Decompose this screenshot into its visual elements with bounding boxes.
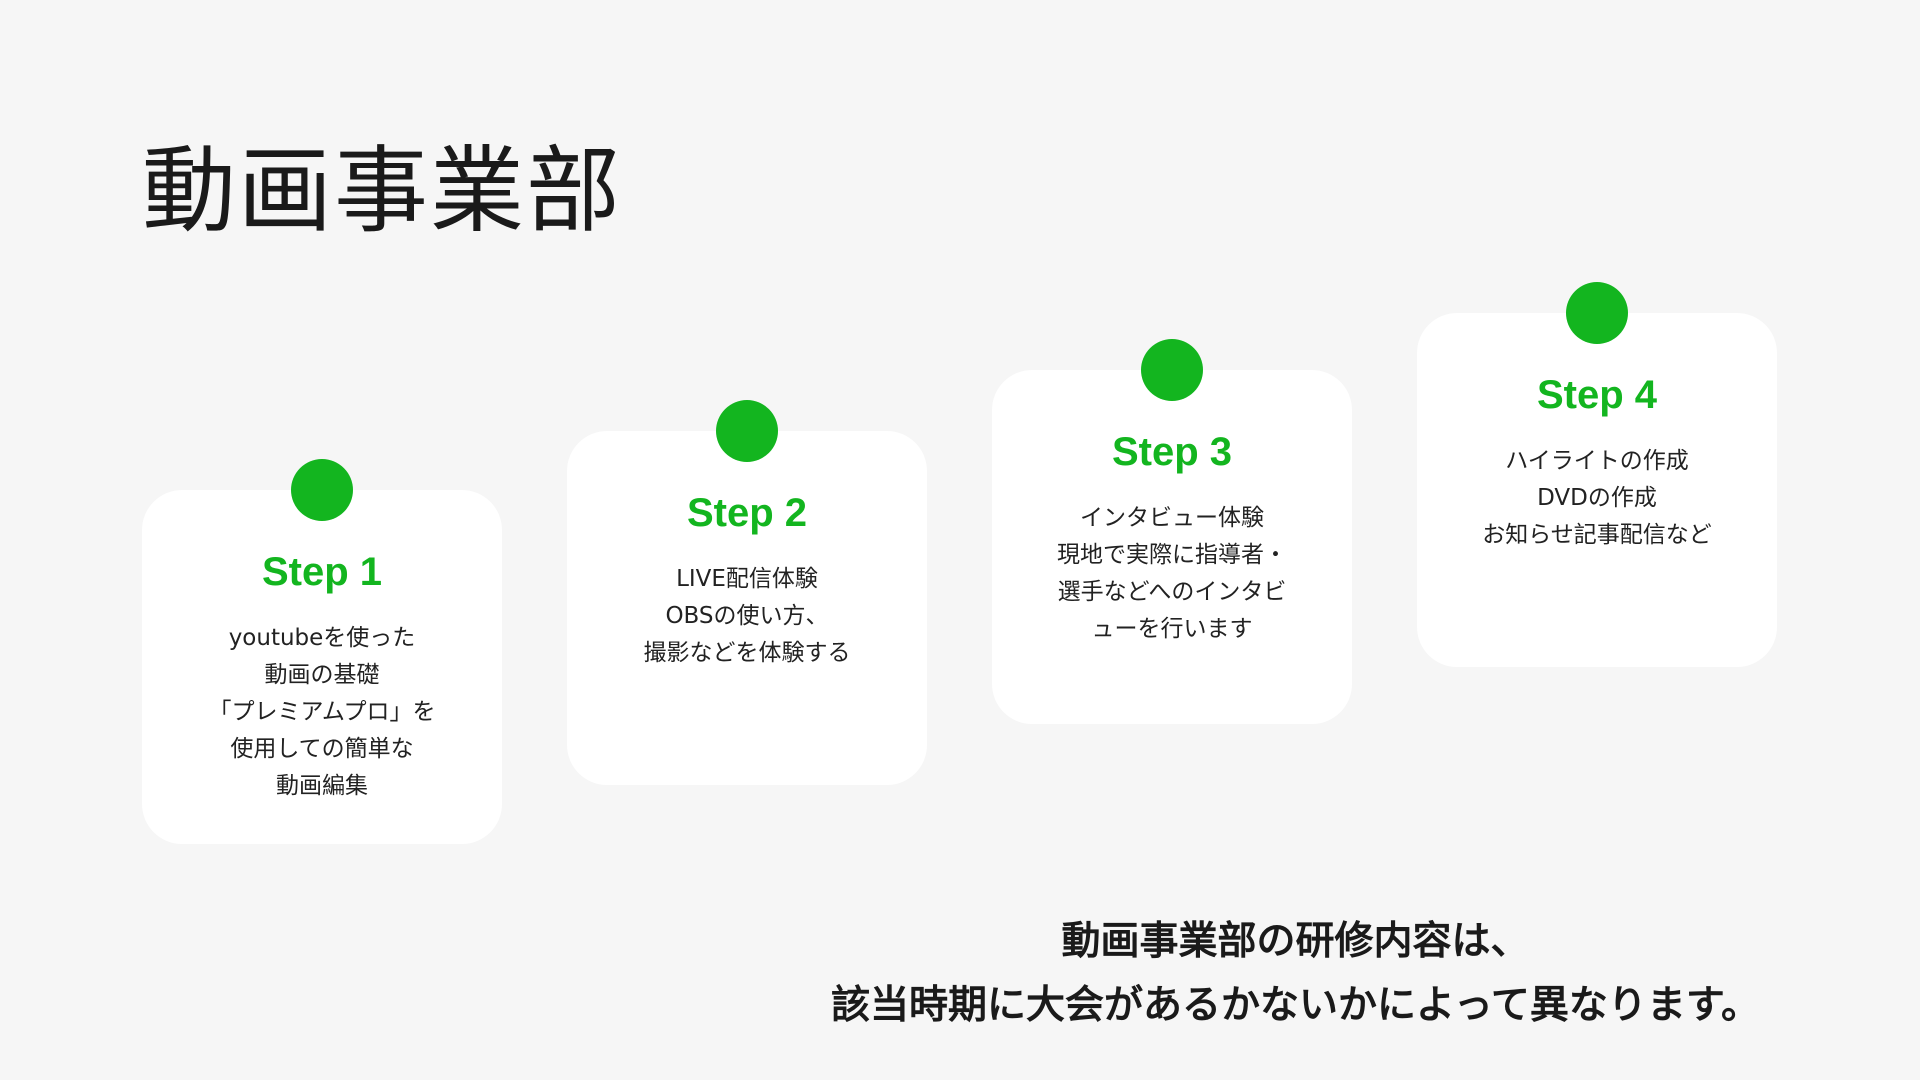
page-title: 動画事業部 [142,137,623,246]
step-card-1: Step 1 youtubeを使った 動画の基礎 「プレミアムプロ」を 使用して… [142,459,502,844]
footer-note: 動画事業部の研修内容は、 該当時期に大会があるかないかによって異なります。 [831,910,1760,1038]
step-label: Step 3 [1111,430,1233,474]
step-line: youtubeを使った [228,625,416,651]
step-line: インタビュー体験 [1080,505,1264,531]
step-card-4: Step 4 ハイライトの作成 DVDの作成 お知らせ記事配信など [1417,282,1777,667]
step-line: 使用しての簡単な [230,736,414,762]
step-line: ハイライトの作成 [1505,448,1689,474]
step-description: youtubeを使った 動画の基礎 「プレミアムプロ」を 使用しての簡単な 動画… [142,620,502,805]
step-line: OBSの使い方、 [665,603,829,629]
step-line: 動画の基礎 [264,662,380,688]
step-description: インタビュー体験 現地で実際に指導者・ 選手などへのインタビ ューを行います [992,500,1352,648]
step-line: お知らせ記事配信など [1482,522,1712,548]
step-line: 動画編集 [276,773,368,799]
step-line: 「プレミアムプロ」を [208,699,436,725]
step-label: Step 1 [261,550,383,594]
step-line: ューを行います [1091,616,1253,642]
step-label: Step 4 [1536,373,1658,417]
footer-line-1: 動画事業部の研修内容は、 [1061,919,1530,964]
step-line: 現地で実際に指導者・ [1057,542,1287,568]
step-card-2: Step 2 LIVE配信体験 OBSの使い方、 撮影などを体験する [567,400,927,785]
step-line: LIVE配信体験 [676,566,818,592]
step-dot [716,400,778,462]
step-card-3: Step 3 インタビュー体験 現地で実際に指導者・ 選手などへのインタビ ュー… [992,339,1352,724]
step-description: LIVE配信体験 OBSの使い方、 撮影などを体験する [567,561,927,672]
step-label: Step 2 [686,491,808,535]
step-dot [291,459,353,521]
step-line: DVDの作成 [1537,485,1657,511]
step-description: ハイライトの作成 DVDの作成 お知らせ記事配信など [1417,443,1777,554]
step-dot [1141,339,1203,401]
step-line: 撮影などを体験する [643,640,851,666]
step-dot [1566,282,1628,344]
footer-line-2: 該当時期に大会があるかないかによって異なります。 [831,983,1760,1028]
step-line: 選手などへのインタビ [1057,579,1287,605]
